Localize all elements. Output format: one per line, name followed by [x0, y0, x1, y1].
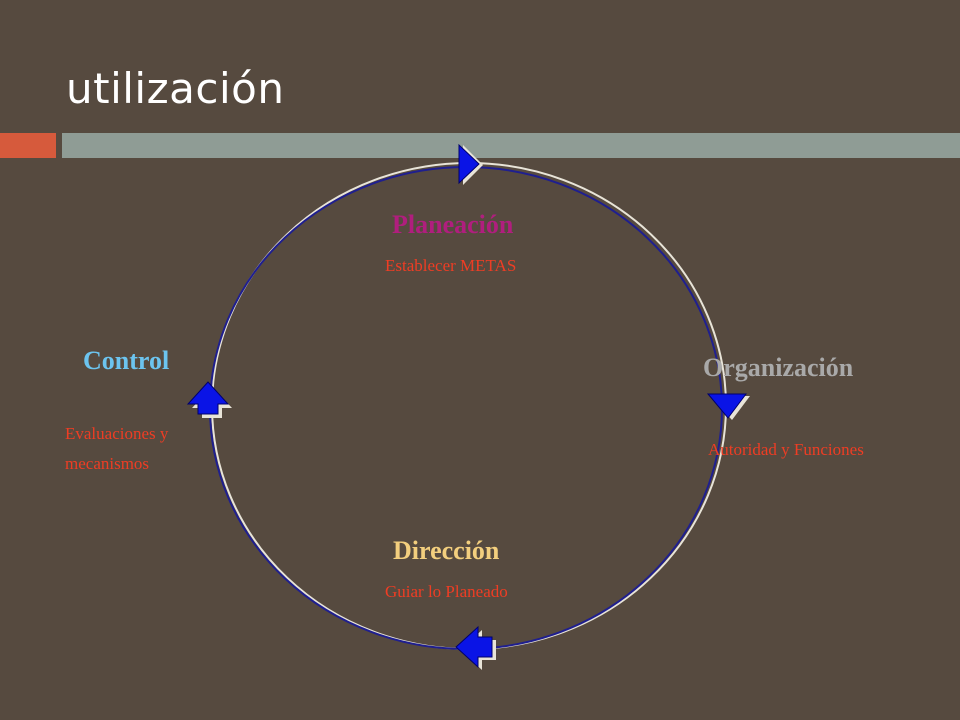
- stage-planeacion-description: Establecer METAS: [385, 256, 517, 275]
- stage-planeacion-label: Planeación: [392, 210, 514, 239]
- stage-control-label: Control: [83, 346, 170, 375]
- stage-organizacion-description: Autoridad y Funciones: [708, 440, 864, 459]
- arrow-top-icon: [458, 143, 483, 185]
- stage-control-description-line2: mecanismos: [65, 454, 150, 473]
- stage-direccion-label: Dirección: [393, 536, 500, 565]
- arrow-bottom-icon: [455, 625, 496, 670]
- arrow-right-icon: [706, 393, 750, 420]
- arrow-left-icon: [186, 381, 232, 418]
- stage-direccion-description: Guiar lo Planeado: [385, 582, 508, 601]
- slide-title: utilización: [66, 64, 285, 113]
- title-divider-bar: [62, 133, 960, 158]
- stage-control-description-line1: Evaluaciones y: [65, 424, 169, 443]
- stage-organizacion-label: Organización: [703, 353, 854, 382]
- title-accent-bar: [0, 133, 56, 158]
